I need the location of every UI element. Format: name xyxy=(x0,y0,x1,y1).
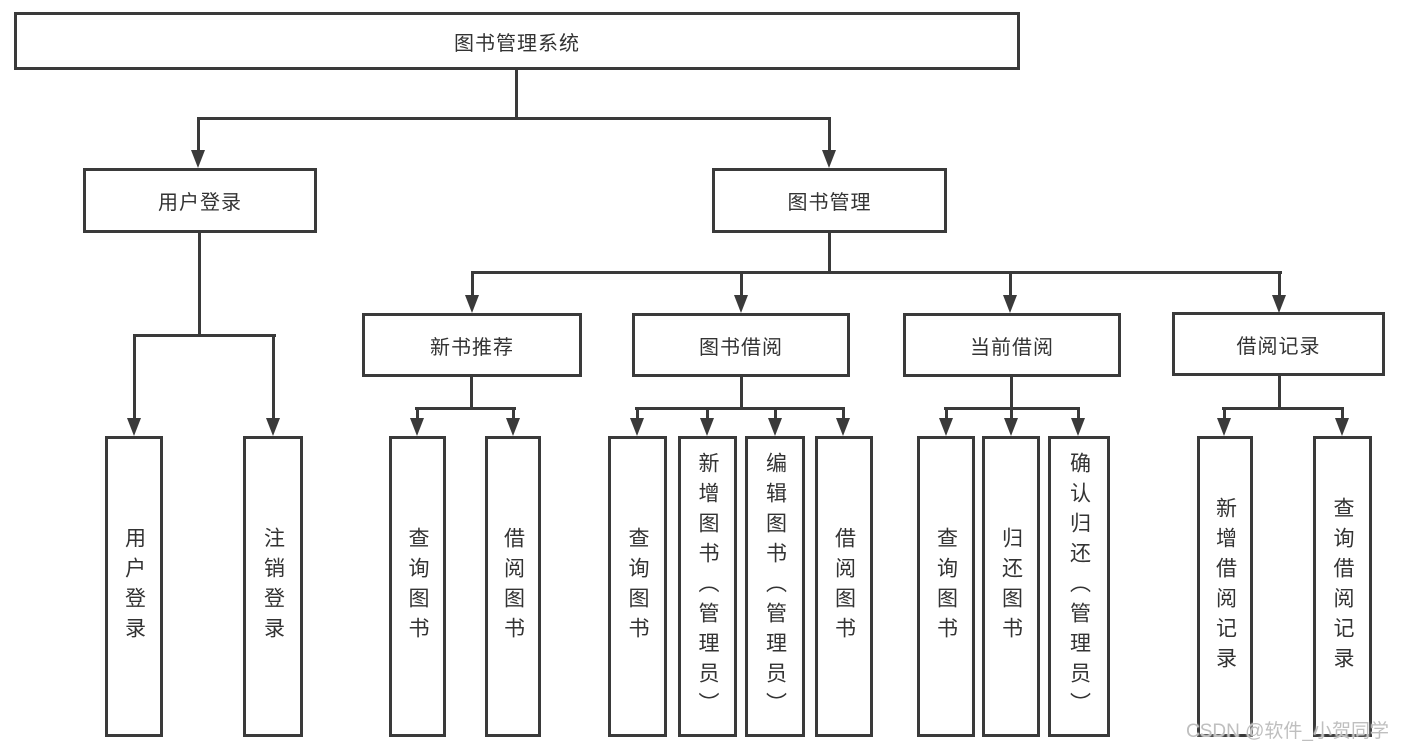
connector-line xyxy=(1010,377,1013,409)
connector-line xyxy=(828,233,831,273)
connector-line xyxy=(471,271,474,297)
connector-line xyxy=(198,233,201,336)
leaf-borrow-books-borrowing: 借阅图书 xyxy=(815,436,873,737)
arrow-down-icon xyxy=(630,418,644,436)
node-label: 新书推荐 xyxy=(430,336,514,359)
connector-line xyxy=(945,407,948,420)
arrow-down-icon xyxy=(836,418,850,436)
arrow-down-icon xyxy=(822,150,836,168)
connector-line xyxy=(197,117,200,151)
leaf-label: 查询图书 xyxy=(406,526,429,647)
leaf-label: 借阅图书 xyxy=(832,526,856,647)
connector-line xyxy=(512,407,515,420)
connector-line xyxy=(740,271,743,297)
arrow-down-icon xyxy=(1004,418,1018,436)
leaf-label: 查询借阅记录 xyxy=(1331,496,1354,677)
leaf-label: 查询图书 xyxy=(626,526,649,647)
leaf-user-login: 用户登录 xyxy=(105,436,163,737)
node-borrowing-records: 借阅记录 xyxy=(1172,312,1385,376)
arrow-down-icon xyxy=(1003,295,1017,313)
leaf-label: 新增图书（管理员） xyxy=(696,451,719,722)
connector-line xyxy=(1278,271,1281,297)
node-current-borrowing: 当前借阅 xyxy=(903,313,1121,377)
leaf-confirm-return-admin: 确认归还（管理员） xyxy=(1048,436,1110,737)
node-book-management: 图书管理 xyxy=(712,168,947,233)
arrow-down-icon xyxy=(1217,418,1231,436)
node-new-book-recommend: 新书推荐 xyxy=(362,313,582,377)
leaf-query-books-current: 查询图书 xyxy=(917,436,975,737)
node-label: 借阅记录 xyxy=(1236,335,1321,358)
connector-line xyxy=(1278,376,1281,409)
connector-line xyxy=(133,334,276,337)
arrow-down-icon xyxy=(734,295,748,313)
leaf-label: 注销登录 xyxy=(261,526,285,647)
connector-line xyxy=(1341,407,1344,420)
leaf-logout-login: 注销登录 xyxy=(243,436,303,737)
connector-line xyxy=(635,407,845,410)
leaf-label: 编辑图书（管理员） xyxy=(763,451,787,722)
arrow-down-icon xyxy=(465,295,479,313)
node-label: 图书借阅 xyxy=(699,336,783,359)
leaf-label: 确认归还（管理员） xyxy=(1067,451,1091,722)
leaf-edit-books-admin: 编辑图书（管理员） xyxy=(745,436,805,737)
connector-line xyxy=(1222,407,1344,410)
connector-line xyxy=(842,407,845,420)
connector-line xyxy=(133,334,136,419)
connector-line xyxy=(706,407,709,420)
connector-line xyxy=(636,407,639,420)
arrow-down-icon xyxy=(191,150,205,168)
node-label: 图书管理 xyxy=(787,192,872,214)
connector-line xyxy=(1009,271,1012,297)
leaf-query-books-recommend: 查询图书 xyxy=(389,436,446,737)
arrow-down-icon xyxy=(266,418,280,436)
connector-line xyxy=(1077,407,1080,420)
arrow-down-icon xyxy=(506,418,520,436)
leaf-borrow-books-recommend: 借阅图书 xyxy=(485,436,541,737)
connector-line xyxy=(1223,407,1226,420)
arrow-down-icon xyxy=(700,418,714,436)
leaf-label: 借阅图书 xyxy=(501,526,525,647)
watermark-text: CSDN @软件_小贺同学 xyxy=(1186,721,1389,742)
node-library-management-system: 图书管理系统 xyxy=(14,12,1020,70)
arrow-down-icon xyxy=(127,418,141,436)
connector-line xyxy=(272,334,275,419)
node-label: 用户登录 xyxy=(158,192,242,214)
arrow-down-icon xyxy=(1272,295,1286,313)
arrow-down-icon xyxy=(1335,418,1349,436)
connector-line xyxy=(774,407,777,420)
connector-line xyxy=(515,70,518,118)
connector-line xyxy=(740,377,743,409)
connector-line xyxy=(828,117,831,151)
connector-line xyxy=(197,117,831,120)
arrow-down-icon xyxy=(1071,418,1085,436)
connector-line xyxy=(471,271,1282,274)
leaf-query-books-borrowing: 查询图书 xyxy=(608,436,667,737)
leaf-label: 新增借阅记录 xyxy=(1213,496,1237,677)
leaf-add-books-admin: 新增图书（管理员） xyxy=(678,436,737,737)
leaf-query-borrow-record: 查询借阅记录 xyxy=(1313,436,1372,737)
connector-line xyxy=(470,377,473,409)
leaf-add-borrow-record: 新增借阅记录 xyxy=(1197,436,1253,737)
arrow-down-icon xyxy=(768,418,782,436)
leaf-return-books: 归还图书 xyxy=(982,436,1040,737)
leaf-label: 用户登录 xyxy=(122,526,146,647)
arrow-down-icon xyxy=(410,418,424,436)
node-label: 图书管理系统 xyxy=(454,32,580,55)
node-user-login: 用户登录 xyxy=(83,168,317,233)
leaf-label: 归还图书 xyxy=(999,526,1023,647)
connector-line xyxy=(416,407,419,420)
leaf-label: 查询图书 xyxy=(934,526,958,647)
arrow-down-icon xyxy=(939,418,953,436)
node-book-borrowing: 图书借阅 xyxy=(632,313,850,377)
connector-line xyxy=(1010,407,1013,420)
connector-line xyxy=(415,407,516,410)
node-label: 当前借阅 xyxy=(970,336,1054,359)
